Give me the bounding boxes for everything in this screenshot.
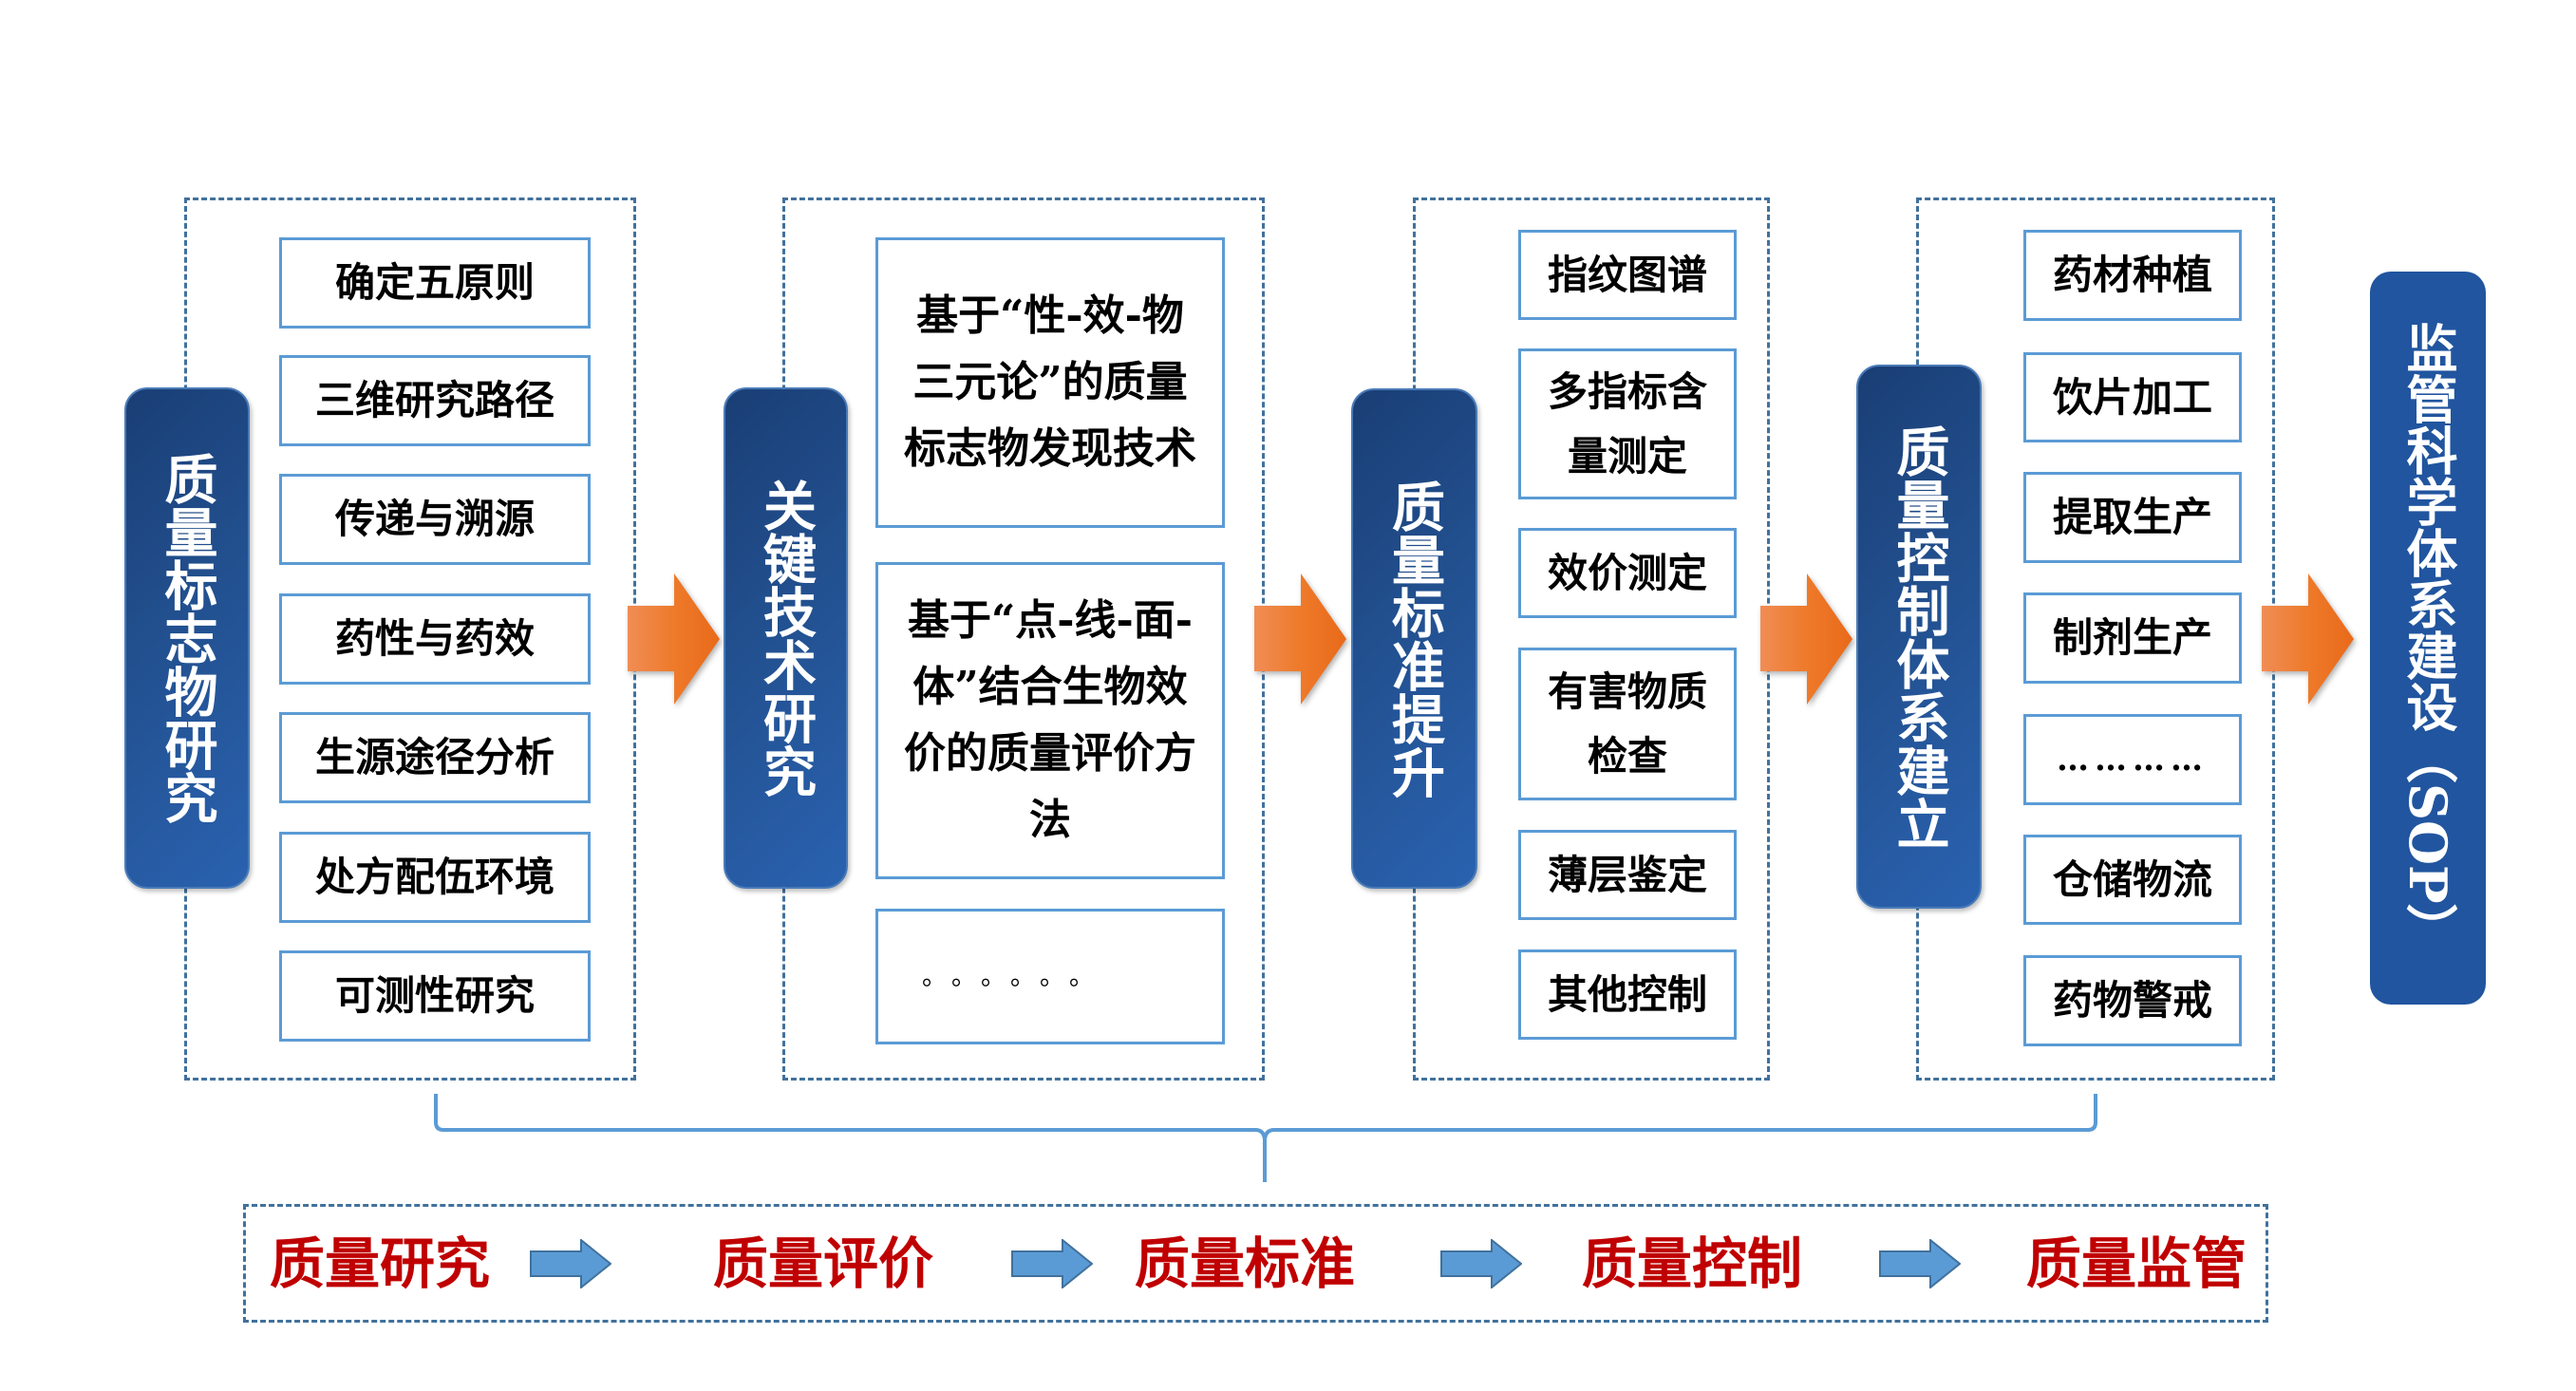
stage-quality-supervision: 质量监管 [2026, 1231, 2247, 1296]
small-arrow-icon [1440, 1239, 1522, 1288]
header-key-technology: 关键技术研究 [724, 387, 848, 889]
item-label: 传递与溯源 [334, 496, 535, 542]
header-label: 质量标志物研究 [156, 452, 218, 824]
item-other-controls: 其他控制 [1518, 949, 1737, 1040]
stage-quality-evaluation: 质量评价 [713, 1231, 934, 1296]
item-label: 三维研究路径 [314, 377, 555, 423]
item-label: ………… [2057, 741, 2209, 779]
item-label: 效价测定 [1547, 549, 1707, 596]
process-flow-bar [243, 1204, 2268, 1323]
item-property-efficacy: 药性与药效 [279, 593, 591, 685]
item-measurability: 可测性研究 [279, 950, 591, 1042]
item-harmful-substance-check: 有害物质检查 [1518, 648, 1737, 800]
item-potency-assay: 效价测定 [1518, 528, 1737, 618]
header-quality-marker-research: 质量标志物研究 [124, 387, 250, 889]
flow-arrow-icon [1760, 573, 1852, 705]
small-arrow-icon [530, 1239, 611, 1288]
item-label: 确定五原则 [334, 259, 535, 306]
item-more-placeholder: ………… [2023, 714, 2242, 805]
item-label: 提取生产 [2052, 494, 2212, 540]
item-multi-component-assay: 多指标含量测定 [1518, 348, 1737, 499]
header-quality-control-system: 质量控制体系建立 [1856, 365, 1982, 909]
item-label: 基于“性-效-物三元论”的质量标志物发现技术 [904, 291, 1196, 473]
item-label: 药材种植 [2052, 252, 2212, 298]
item-3d-research-path: 三维研究路径 [279, 355, 591, 446]
stage-quality-standard: 质量标准 [1135, 1231, 1356, 1296]
item-more-placeholder: 。。。。。。 [875, 909, 1225, 1044]
item-extraction-production: 提取生产 [2023, 472, 2242, 563]
final-regulatory-science-box: 监管科学体系建设（SOP） [2370, 272, 2486, 1005]
item-label: 多指标含量测定 [1547, 367, 1707, 479]
final-label: 监管科学体系建设（SOP） [2397, 321, 2458, 955]
item-marker-discovery-technique: 基于“性-效-物三元论”的质量标志物发现技术 [875, 237, 1225, 528]
item-label: 有害物质检查 [1547, 667, 1707, 780]
flow-arrow-icon [1254, 573, 1346, 705]
header-label: 关键技术研究 [754, 479, 818, 798]
small-arrow-icon [1879, 1239, 1961, 1288]
item-fingerprint: 指纹图谱 [1518, 230, 1737, 320]
item-label: 制剂生产 [2052, 614, 2212, 661]
item-biosynthesis-pathway: 生源途径分析 [279, 712, 591, 803]
item-label: 药物警戒 [2052, 977, 2212, 1024]
item-label: 药性与药效 [334, 615, 535, 662]
item-preparation-production: 制剂生产 [2023, 592, 2242, 684]
item-herb-cultivation: 药材种植 [2023, 230, 2242, 321]
item-evaluation-method: 基于“点-线-面-体”结合生物效价的质量评价方法 [875, 562, 1225, 879]
item-label: 生源途径分析 [314, 734, 555, 780]
item-label: 可测性研究 [334, 972, 535, 1019]
item-decoction-pieces-processing: 饮片加工 [2023, 352, 2242, 442]
item-label: 其他控制 [1547, 970, 1707, 1018]
item-label: 。。。。。。 [922, 962, 1112, 991]
item-five-principles: 确定五原则 [279, 237, 591, 329]
header-label: 质量标准提升 [1382, 479, 1446, 799]
flow-arrow-icon [628, 573, 720, 705]
header-quality-standard: 质量标准提升 [1351, 388, 1477, 889]
item-label: 薄层鉴定 [1547, 851, 1707, 898]
item-label: 仓储物流 [2052, 855, 2212, 903]
item-label: 指纹图谱 [1547, 251, 1707, 298]
item-label: 饮片加工 [2052, 373, 2212, 421]
item-label: 基于“点-线-面-体”结合生物效价的质量评价方法 [904, 596, 1196, 844]
stage-quality-research: 质量研究 [270, 1231, 491, 1296]
item-transfer-traceability: 传递与溯源 [279, 474, 591, 565]
small-arrow-icon [1011, 1239, 1093, 1288]
flow-arrow-icon [2262, 573, 2354, 705]
item-storage-logistics: 仓储物流 [2023, 835, 2242, 925]
item-pharmacovigilance: 药物警戒 [2023, 955, 2242, 1046]
item-label: 处方配伍环境 [314, 854, 555, 900]
item-prescription-compatibility: 处方配伍环境 [279, 832, 591, 923]
stage-quality-control: 质量控制 [1582, 1231, 1803, 1296]
header-label: 质量控制体系建立 [1888, 423, 1950, 850]
item-tlc-identification: 薄层鉴定 [1518, 830, 1737, 920]
